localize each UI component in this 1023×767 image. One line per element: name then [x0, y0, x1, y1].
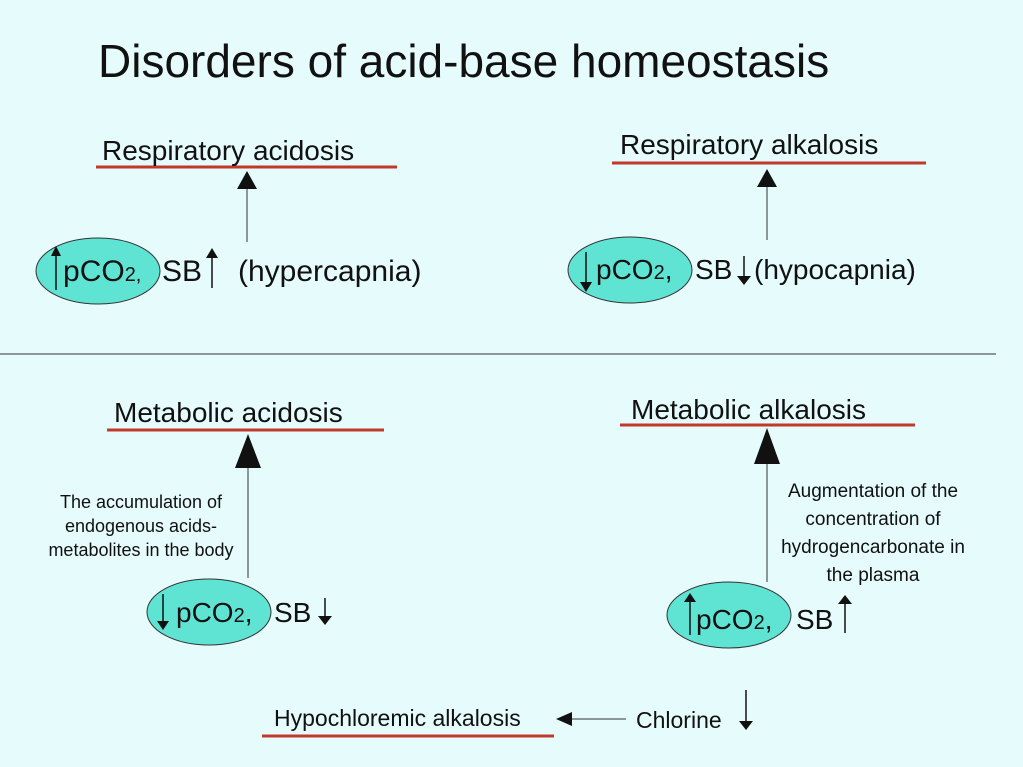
formula-subscript: 2: [653, 262, 665, 284]
arrow-down-icon: [318, 598, 332, 625]
arrow-up-icon: [684, 593, 696, 635]
note-respiratory-acidosis: (hypercapnia): [238, 255, 422, 288]
sb-metabolic-alkalosis: SB: [796, 604, 834, 635]
arrow-up-icon: [51, 246, 61, 290]
note-respiratory-alkalosis: (hypocapnia): [754, 254, 916, 285]
ellipse-metabolic-alkalosis: [666, 581, 792, 649]
arrow-up-icon: [206, 248, 218, 288]
formula-comma: ,: [764, 604, 773, 635]
formula-metabolic-alkalosis: pCO2,: [696, 606, 772, 634]
arrow-down-icon: [580, 252, 592, 292]
arrow-to-metabolic-alkalosis: [754, 428, 780, 582]
heading-respiratory-acidosis: Respiratory acidosis: [102, 135, 355, 166]
page-title: Disorders of acid-base homeostasis: [98, 35, 830, 87]
sb-respiratory-alkalosis: SB: [695, 254, 733, 285]
hypochloremic-alkalosis-label: Hypochloremic alkalosis: [274, 705, 521, 731]
formula-subscript: 2: [233, 605, 245, 627]
sb-respiratory-acidosis: SB: [162, 255, 203, 288]
formula-p: p: [176, 597, 192, 628]
arrow-chlorine-to-hypochloremic: [556, 712, 626, 726]
arrow-down-icon: [157, 594, 169, 630]
formula-co: CO: [79, 255, 125, 288]
heading-respiratory-alkalosis: Respiratory alkalosis: [620, 129, 879, 160]
formula-respiratory-acidosis: pCO2,: [63, 257, 141, 287]
formula-p: p: [63, 255, 80, 288]
heading-metabolic-alkalosis: Metabolic alkalosis: [631, 394, 866, 425]
formula-comma: ,: [664, 254, 673, 285]
heading-metabolic-acidosis: Metabolic acidosis: [114, 397, 343, 428]
arrow-down-icon: [739, 690, 753, 730]
formula-co: CO: [611, 254, 654, 285]
sb-metabolic-acidosis: SB: [274, 597, 312, 628]
cause-metabolic-alkalosis: Augmentation of the concentration of hyd…: [781, 481, 965, 586]
formula-co: CO: [191, 597, 234, 628]
arrow-to-metabolic-acidosis: [235, 434, 261, 578]
formula-p: p: [696, 604, 712, 635]
arrow-to-respiratory-acidosis: [237, 171, 257, 242]
ellipse-respiratory-acidosis: [35, 237, 161, 305]
formula-subscript: 2,: [124, 264, 142, 286]
cause-metabolic-acidosis: The accumulation of endogenous acids-met…: [48, 492, 234, 560]
ellipse-metabolic-acidosis: [146, 578, 272, 646]
chlorine-label: Chlorine: [636, 707, 722, 733]
arrow-to-respiratory-alkalosis: [757, 169, 777, 240]
formula-co: CO: [711, 604, 754, 635]
formula-respiratory-alkalosis: pCO2,: [596, 256, 672, 284]
formula-p: p: [596, 254, 612, 285]
formula-comma: ,: [244, 597, 253, 628]
arrow-down-icon: [737, 256, 751, 285]
formula-metabolic-acidosis: pCO2,: [176, 599, 252, 627]
formula-subscript: 2: [753, 612, 765, 634]
ellipse-respiratory-alkalosis: [567, 236, 693, 304]
arrow-up-icon: [838, 595, 852, 633]
